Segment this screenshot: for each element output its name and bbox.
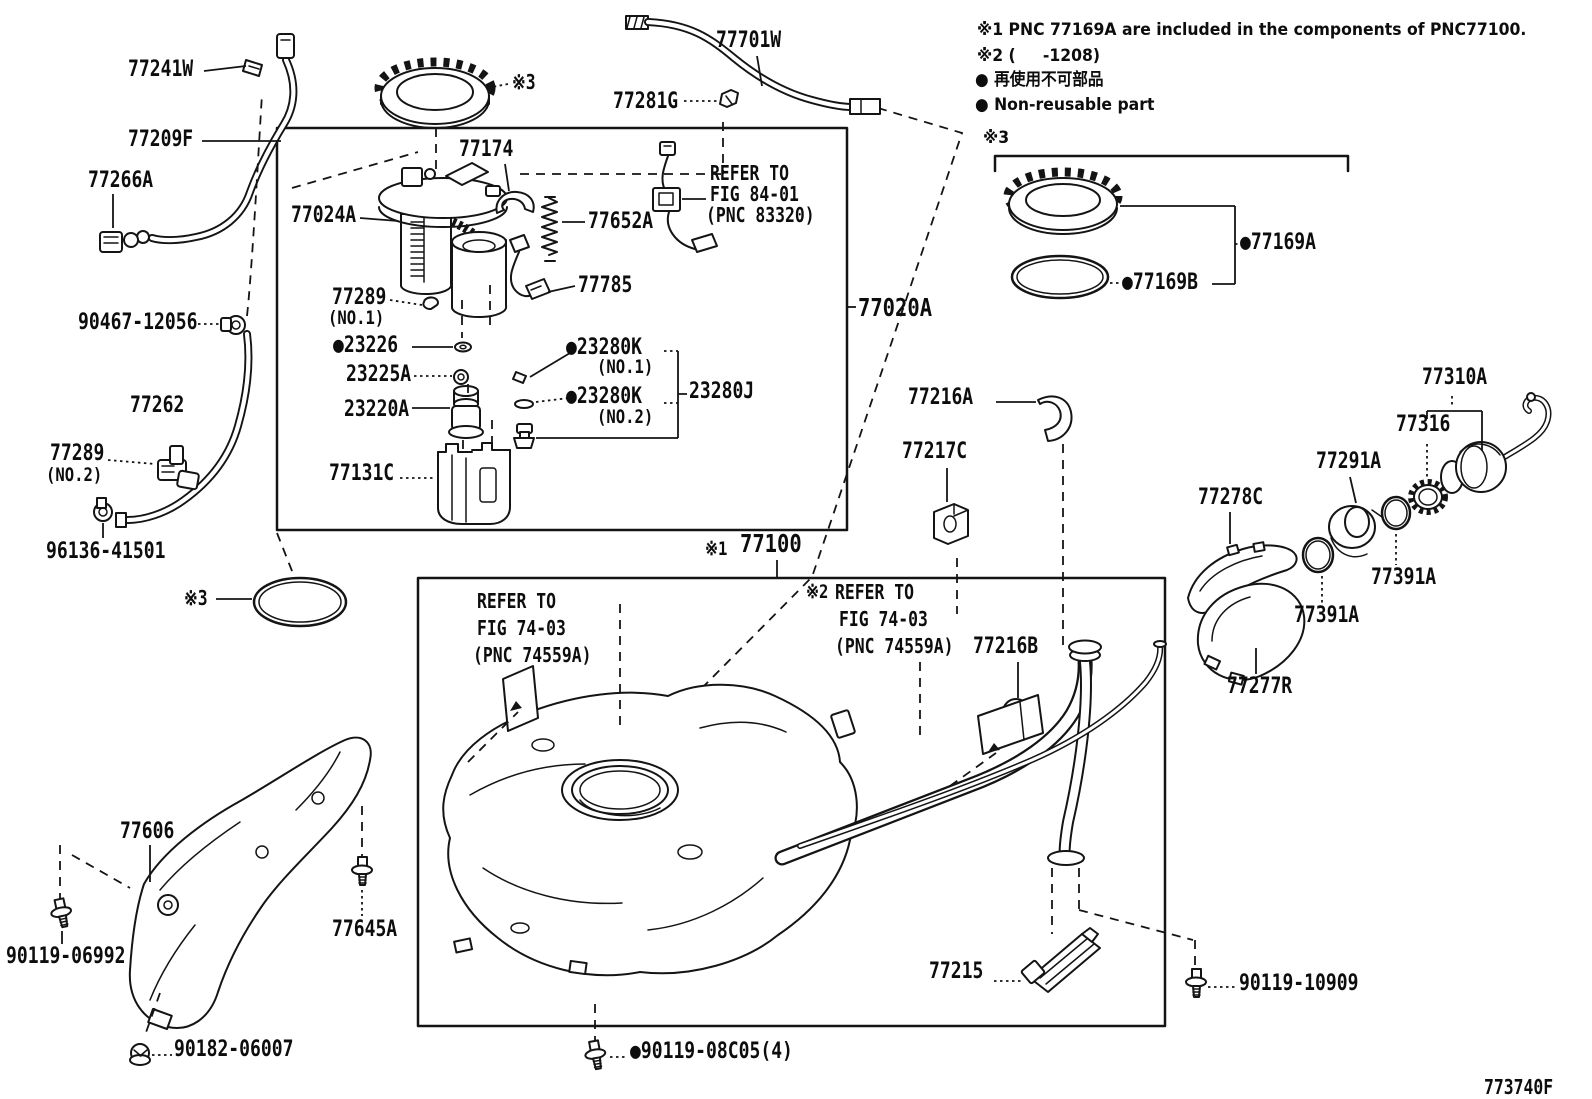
part-drawing-fuel-pump-module-77024A <box>292 152 507 317</box>
part-label-ref-7403r-3: (PNC 74559A) <box>835 634 954 658</box>
part-label-ref-7403l-2: FIG 74-03 <box>477 616 566 640</box>
part-label-90182-06007: 90182-06007 <box>174 1037 294 1062</box>
part-label-77289-no1: 77289 <box>332 285 387 310</box>
part-label-90119-08c05: ●90119-08C05(4) <box>630 1039 793 1064</box>
part-drawing-filler-cap-group <box>1188 393 1548 685</box>
part-label-77391a-left: 77391A <box>1294 603 1360 628</box>
part-drawing-fuel-sender-gauge-77785 <box>510 235 575 299</box>
part-drawing-clamp-77216A <box>996 396 1071 441</box>
part-label-ref1: ※1 <box>705 538 728 560</box>
part-label-77289-no2: 77289 <box>50 441 105 466</box>
part-drawing-gasket-ring-left <box>216 533 346 626</box>
part-label-ref-7403l-1: REFER TO <box>477 589 556 613</box>
part-label-77024a: 77024A <box>291 203 357 228</box>
part-label-ref-8401-3: (PNC 83320) <box>706 203 815 227</box>
part-label-77701w: 77701W <box>716 28 782 53</box>
part-label-77281g: 77281G <box>613 89 679 114</box>
part-label-77262: 77262 <box>130 393 185 418</box>
part-label-ref2: ※2 <box>806 581 829 603</box>
part-label-ref3-left: ※3 <box>184 586 208 610</box>
part-label-77266a: 77266A <box>88 168 154 193</box>
part-label-77169b: ●77169B <box>1122 270 1199 295</box>
part-label-ref-7403l-3: (PNC 74559A) <box>473 643 592 667</box>
part-label-ref-7403r-2: FIG 74-03 <box>839 607 928 631</box>
part-drawing-tank-protector-77606 <box>47 738 373 1065</box>
part-drawing-harness-fig-84-01 <box>653 142 717 252</box>
part-drawing-suction-tube-77209F <box>100 34 294 316</box>
part-drawing-pump-small-parts <box>390 285 687 524</box>
part-label-77020a: 77020A <box>858 293 933 322</box>
part-label-96136-41501: 96136-41501 <box>46 539 166 564</box>
part-label-77652a: 77652A <box>588 209 654 234</box>
part-label-77169a: ●77169A <box>1240 230 1317 255</box>
part-drawing-clamp-77217C <box>934 468 968 544</box>
detail-box-pump-module <box>277 128 847 530</box>
note-line-3: ● 再使用不可部品 <box>975 70 1104 90</box>
part-label-23220a: 23220A <box>344 397 410 422</box>
part-drawing-breather-tube-77701W <box>626 16 880 114</box>
part-label-77310a: 77310A <box>1422 365 1488 390</box>
part-label-77209f: 77209F <box>128 127 194 152</box>
part-label-ref-8401-2: FIG 84-01 <box>710 182 799 206</box>
part-label-figure-code: 773740F <box>1484 1075 1554 1099</box>
part-label-77277r: 77277R <box>1227 674 1293 699</box>
note-line-2: ※2 ( -1208) <box>977 46 1101 66</box>
part-drawing-fuel-tank-77100 <box>443 560 857 975</box>
part-drawing-bolt-90119-08C05 <box>582 1004 628 1072</box>
note-line-5: ※3 <box>983 128 1010 148</box>
part-label-23280k-no1-sub: (NO.1) <box>597 356 654 378</box>
part-drawing-bracket-77174 <box>497 122 723 213</box>
part-label-23226: ●23226 <box>333 333 399 358</box>
part-label-77291a: 77291A <box>1316 449 1382 474</box>
part-label-77174: 77174 <box>459 137 514 162</box>
part-label-23280j: 23280J <box>689 379 755 404</box>
part-label-77216a: 77216A <box>908 385 974 410</box>
part-label-23280k-no2-sub: (NO.2) <box>597 406 654 428</box>
note-line-4: ● Non-reusable part <box>975 95 1155 115</box>
part-label-23280k-no1: ●23280K <box>566 335 643 360</box>
part-label-77100: 77100 <box>740 529 802 558</box>
part-label-77391a-right: 77391A <box>1371 565 1437 590</box>
part-label-77216b: 77216B <box>973 634 1039 659</box>
part-label-77217c: 77217C <box>902 439 968 464</box>
part-label-77241w: 77241W <box>128 57 194 82</box>
part-label-77606: 77606 <box>120 819 175 844</box>
part-label-90467-12056: 90467-12056 <box>78 310 198 335</box>
part-drawing-lock-ring-top <box>379 62 508 170</box>
part-label-77289-no1-sub: (NO.1) <box>328 307 385 329</box>
part-label-77215: 77215 <box>929 959 984 984</box>
part-label-77278c: 77278C <box>1198 485 1264 510</box>
part-drawing-filler-pipe <box>468 444 1166 865</box>
part-label-77131c: 77131C <box>329 461 395 486</box>
part-label-77785: 77785 <box>578 273 633 298</box>
part-drawing-spring-77652A <box>542 197 585 261</box>
detail-box-lock-ring-set <box>995 156 1348 298</box>
part-drawing-pipe-support-77215 <box>994 868 1236 998</box>
part-label-90119-06992: 90119-06992 <box>6 944 126 969</box>
part-label-77645a: 77645A <box>332 917 398 942</box>
part-label-23225a: 23225A <box>346 362 412 387</box>
part-label-ref3-topcenter: ※3 <box>512 70 536 94</box>
part-label-23280k-no2: ●23280K <box>566 384 643 409</box>
part-drawing-breather-tube-77262 <box>94 316 248 538</box>
part-label-77316: 77316 <box>1396 412 1451 437</box>
part-label-77289-no2-sub: (NO.2) <box>46 464 103 486</box>
part-label-90119-10909: 90119-10909 <box>1239 971 1359 996</box>
note-line-1: ※1 PNC 77169A are included in the compon… <box>977 20 1527 40</box>
detail-box-fuel-tank <box>418 578 1165 1026</box>
part-label-ref-8401-1: REFER TO <box>710 161 789 185</box>
part-label-ref-7403r-1: REFER TO <box>835 580 914 604</box>
